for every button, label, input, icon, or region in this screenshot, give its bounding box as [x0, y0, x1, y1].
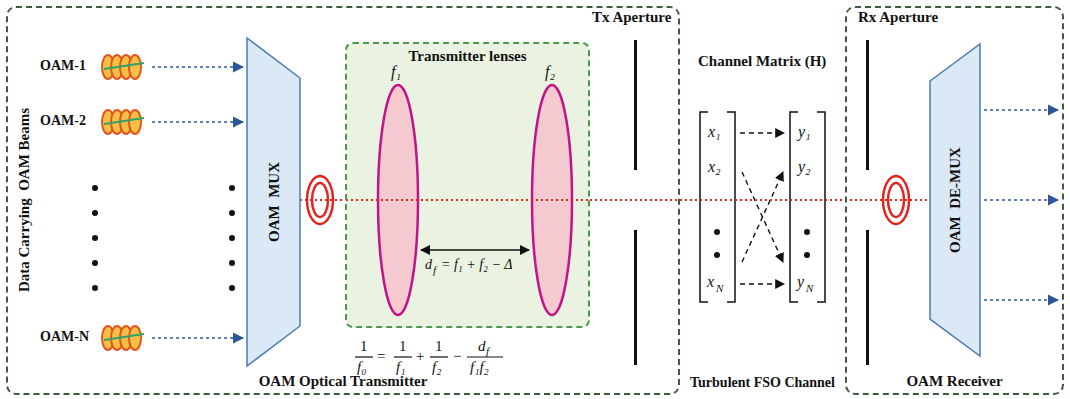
channel-crosstalk-arrows — [740, 133, 784, 284]
formula-denominator: f₀ — [357, 360, 366, 375]
beam-label: OAM-2 — [40, 114, 86, 128]
oam-beam-icon — [102, 326, 144, 350]
formula-numerator: 1 — [399, 339, 407, 354]
panel-title: OAM Optical Transmitter — [259, 373, 428, 390]
beam-axis — [346, 199, 589, 201]
vector-subscript: N — [716, 283, 723, 294]
lens-box-ground — [346, 43, 589, 327]
formula-subscript: f — [433, 265, 436, 276]
formula-part: = f₁ + f₂ − Δ — [441, 258, 513, 272]
ellipsis-dots — [92, 185, 235, 291]
trapezoid-outline — [247, 38, 300, 366]
oam-beam-icon — [102, 55, 144, 79]
formula-operator: − — [453, 349, 461, 364]
formula-denominator: f₁f₂ — [470, 360, 489, 375]
lens-group-box: Transmitter lenses — [345, 42, 590, 328]
vector-brackets — [700, 112, 825, 302]
vector-dots — [714, 229, 810, 258]
channel-label: Turbulent FSO Channel — [690, 376, 835, 390]
beam-path — [590, 199, 930, 201]
aperture-label: Tx Aperture — [592, 10, 671, 25]
mux-trapezoid: OAM MUX — [247, 38, 300, 366]
focal-length-label: f₁ — [391, 64, 401, 80]
beam-label: OAM-N — [40, 330, 89, 344]
formula-numerator: 1 — [360, 339, 368, 354]
beam-label: OAM-1 — [40, 59, 86, 73]
formula-operator: = — [377, 349, 385, 364]
panel-title: OAM Receiver — [906, 373, 1002, 390]
formula-denominator: f₂ — [432, 360, 441, 375]
oam-beam-icon — [102, 110, 144, 134]
vector-element: y₂ — [798, 159, 811, 175]
trapezoid-shape — [930, 44, 980, 356]
receiver-panel: OAM DE-MUX OAM Receiver — [845, 6, 1064, 395]
lens-spacing-arrow — [421, 249, 529, 251]
device-label: OAM MUX — [265, 162, 282, 242]
formula-denominator: f₁ — [396, 360, 405, 375]
aperture-bars — [634, 40, 869, 365]
focal-length-label: f₂ — [545, 64, 555, 80]
trapezoid-outline — [930, 44, 980, 356]
device-label: OAM DE-MUX — [947, 147, 964, 253]
fraction-bars — [355, 356, 503, 357]
vector-element: y — [797, 274, 804, 290]
output-arrows — [984, 110, 1058, 300]
formula-numerator: d — [478, 339, 486, 354]
beam-arrows — [152, 67, 243, 338]
channel-label: Channel Matrix (H) — [698, 54, 826, 69]
group-label: Data Carrying OAM Beams — [17, 108, 32, 292]
formula-numerator: 1 — [435, 339, 443, 354]
formula-part: d — [425, 258, 432, 272]
formula-subscript: f — [486, 346, 489, 357]
vector-element: x₁ — [708, 124, 721, 140]
aperture-label: Rx Aperture — [858, 10, 938, 25]
panel-title: Transmitter lenses — [408, 48, 526, 65]
formula-operator: + — [416, 349, 424, 364]
trapezoid-shape — [247, 38, 300, 366]
vector-element: y₁ — [798, 124, 811, 140]
transmitter-panel: OAM MUX Transmitter lensesOAM Optical Tra… — [6, 6, 680, 395]
vector-element: x₂ — [708, 159, 721, 175]
beam-path — [300, 199, 345, 201]
demux-trapezoid: OAM DE-MUX — [930, 44, 980, 356]
vector-element: x — [707, 274, 714, 290]
vector-subscript: N — [806, 283, 813, 294]
